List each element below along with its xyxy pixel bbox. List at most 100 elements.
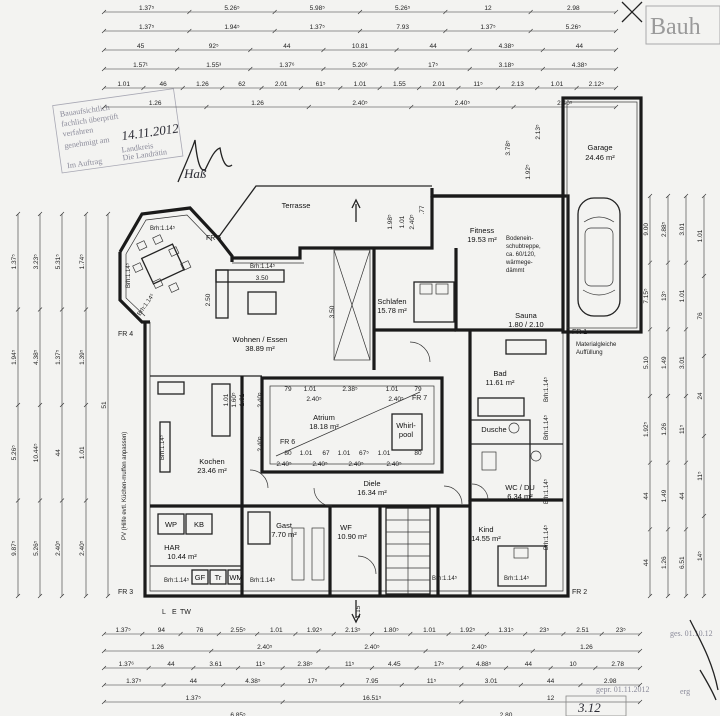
- brh-gast: Brh:1.14⁵: [250, 577, 276, 584]
- dim-top-tick-0-6: [613, 9, 619, 15]
- dim-bottom-tick-2-0: [101, 665, 107, 671]
- tag-fr1: FR 1: [572, 329, 587, 336]
- dim-top-tick-4-2: [180, 85, 185, 91]
- dim-bottom-tick-1-0: [101, 648, 107, 654]
- dim-bottom-value-0-12: 2.51: [576, 627, 589, 634]
- dim-right-tick-3-0: [701, 193, 707, 199]
- dim-top-tick-4-13: [613, 85, 619, 91]
- dim-bottom-value-3-4: 7.95: [366, 678, 379, 685]
- tag-fr3: FR 3: [118, 589, 133, 596]
- dim-top-value-4-6: 1.01: [354, 81, 367, 88]
- dim-bottom-value-3-5: 11⁵: [427, 678, 437, 685]
- dim-bottom-value-0-8: 1.01: [423, 627, 436, 634]
- dim-bottom-tick-2-9: [503, 665, 509, 671]
- dim-bottom-value-0-1: 94: [158, 627, 166, 634]
- dim-bottom-value-0-9: 1.92⁵: [460, 627, 476, 634]
- dim-bottom-tick-2-2: [191, 665, 196, 671]
- dim-atrium-row2-3: 2.40⁵: [348, 461, 364, 468]
- dim-left-value-2-2: 44: [55, 449, 62, 457]
- dim-left-value-2-3: 2.40⁵: [55, 540, 62, 556]
- dim-right-tick-0-1: [647, 260, 653, 265]
- fitness-note-1: Bodenein-: [506, 236, 533, 242]
- dim-top-value-4-1: 46: [159, 81, 167, 88]
- dim-top-value-3-2: 1.37⁶: [279, 62, 295, 69]
- dim-right-tick-3-1: [701, 273, 707, 279]
- dim-top-value-0-4: 12: [484, 5, 492, 12]
- dim-bottom-tick-2-4: [280, 665, 285, 671]
- dim-top-value-3-6: 4.38⁵: [572, 62, 588, 69]
- room-whirlpool-2: pool: [399, 430, 414, 439]
- dim-right-tick-2-6: [683, 593, 689, 599]
- dim-bottom-value-1-2: 2.40⁵: [364, 644, 380, 651]
- dim-top-tick-4-6: [338, 85, 343, 91]
- room-diele: Diele: [363, 479, 380, 488]
- room-wf-area: 10.90 m²: [337, 532, 367, 541]
- dim-bottom-value-3-6: 3.01: [485, 678, 498, 685]
- dim-bottom-tick-4-3: [637, 699, 643, 705]
- dim-left-tick-4-1: [105, 593, 111, 599]
- dim-kochen-v5: 2.40⁵: [257, 436, 264, 452]
- room-wf: WF: [340, 523, 352, 532]
- room-wc-du: WC / DU: [505, 483, 535, 492]
- dim-right-tick-1-0: [665, 193, 671, 199]
- dim-bottom-tick-0-12: [561, 631, 566, 637]
- dim-bottom-value-2-2: 3.61: [209, 661, 222, 668]
- dim-bottom-value-1-4: 1.26: [580, 644, 593, 651]
- dim-left-tick-2-2: [59, 402, 65, 408]
- dim-right-value-2-5: 6.51: [679, 556, 686, 569]
- brh-kind: Brh:1.14⁵: [543, 524, 550, 550]
- dim-top-tick-4-5: [298, 85, 304, 91]
- dim-bottom-value-4-2: 12: [547, 695, 555, 702]
- room-har: HAR: [164, 543, 180, 552]
- tag-l: L: [162, 609, 166, 616]
- dim-fit-h1: 1.98⁵: [387, 214, 394, 230]
- dim-top-value-2-2: 44: [283, 43, 291, 50]
- dim-left-tick-0-0: [15, 211, 21, 217]
- dim-top-value-4-12: 2.12⁵: [589, 81, 605, 88]
- room-kb: KB: [194, 520, 204, 529]
- dim-top-value-2-3: 10.81: [352, 43, 369, 50]
- dim-top-value-0-0: 1.37⁵: [139, 5, 155, 12]
- dim-bottom-tick-2-8: [459, 665, 464, 671]
- dim-top-tick-1-3: [357, 28, 363, 34]
- dim-bottom-value-0-4: 1.01: [270, 627, 283, 634]
- dim-bottom-value-2-1: 44: [167, 661, 175, 668]
- dim-fit-h2: 1.01: [399, 215, 406, 228]
- dim-right-tick-2-1: [683, 260, 689, 265]
- garage: [561, 96, 643, 334]
- dim-right-value-0-3: 1.92⁵: [643, 421, 650, 437]
- dim-top-value-2-6: 44: [576, 43, 584, 50]
- signature: Haß: [177, 139, 233, 183]
- approval-line-3: verfahren: [62, 125, 94, 138]
- dim-top-tick-2-0: [101, 47, 107, 53]
- bottom-refs: gepr. 01.11.2012 ges. 01.10.12 3.12 erg: [565, 619, 719, 716]
- dim-bottom-tick-3-2: [220, 682, 226, 688]
- dim-bottom-tick-1-5: [637, 648, 643, 654]
- dim-top-value-5-0: 1.26: [149, 100, 162, 107]
- dim-left-value-1-1: 4.38⁵: [33, 349, 40, 365]
- dim-kochen-v3: 1.01: [239, 393, 246, 406]
- brh-wc: Brh:1.14⁵: [543, 478, 550, 504]
- dim-right-tick-3-3: [701, 433, 707, 439]
- dim-bottom-value-0-3: 2.55⁵: [230, 627, 246, 634]
- dim-top-tick-1-4: [443, 28, 448, 34]
- dim-top-value-4-3: 62: [238, 81, 246, 88]
- doors: [249, 341, 489, 575]
- dim-right-value-3-1: 76: [697, 312, 704, 320]
- dim-left-tick-3-4: [83, 593, 89, 599]
- dim-kochen-v4: 2.40⁵: [257, 392, 264, 408]
- dim-bottom-tick-0-8: [408, 631, 413, 637]
- dim-right-value-0-4: 44: [643, 492, 650, 500]
- left-dimension-chains: 1.37⁵1.94⁵5.26⁵9.87⁵3.23⁵4.38⁵10.44⁵5.26…: [11, 211, 111, 599]
- dim-left-value-1-0: 3.23⁵: [33, 254, 40, 270]
- dim-bottom-value-5-0: 6.85⁵: [230, 712, 246, 716]
- dim-top-value-1-5: 5.26⁵: [566, 24, 582, 31]
- dim-kochen-v2: 1.60⁵: [231, 392, 238, 408]
- dim-bottom-tick-0-5: [293, 631, 298, 637]
- dim-top-tick-4-0: [101, 85, 107, 91]
- dim-top-tick-4-9: [456, 85, 461, 91]
- room-wohnen-area: 38.89 m²: [245, 344, 275, 353]
- dim-top-tick-0-2: [272, 9, 277, 15]
- dim-top-tick-2-2: [248, 47, 253, 53]
